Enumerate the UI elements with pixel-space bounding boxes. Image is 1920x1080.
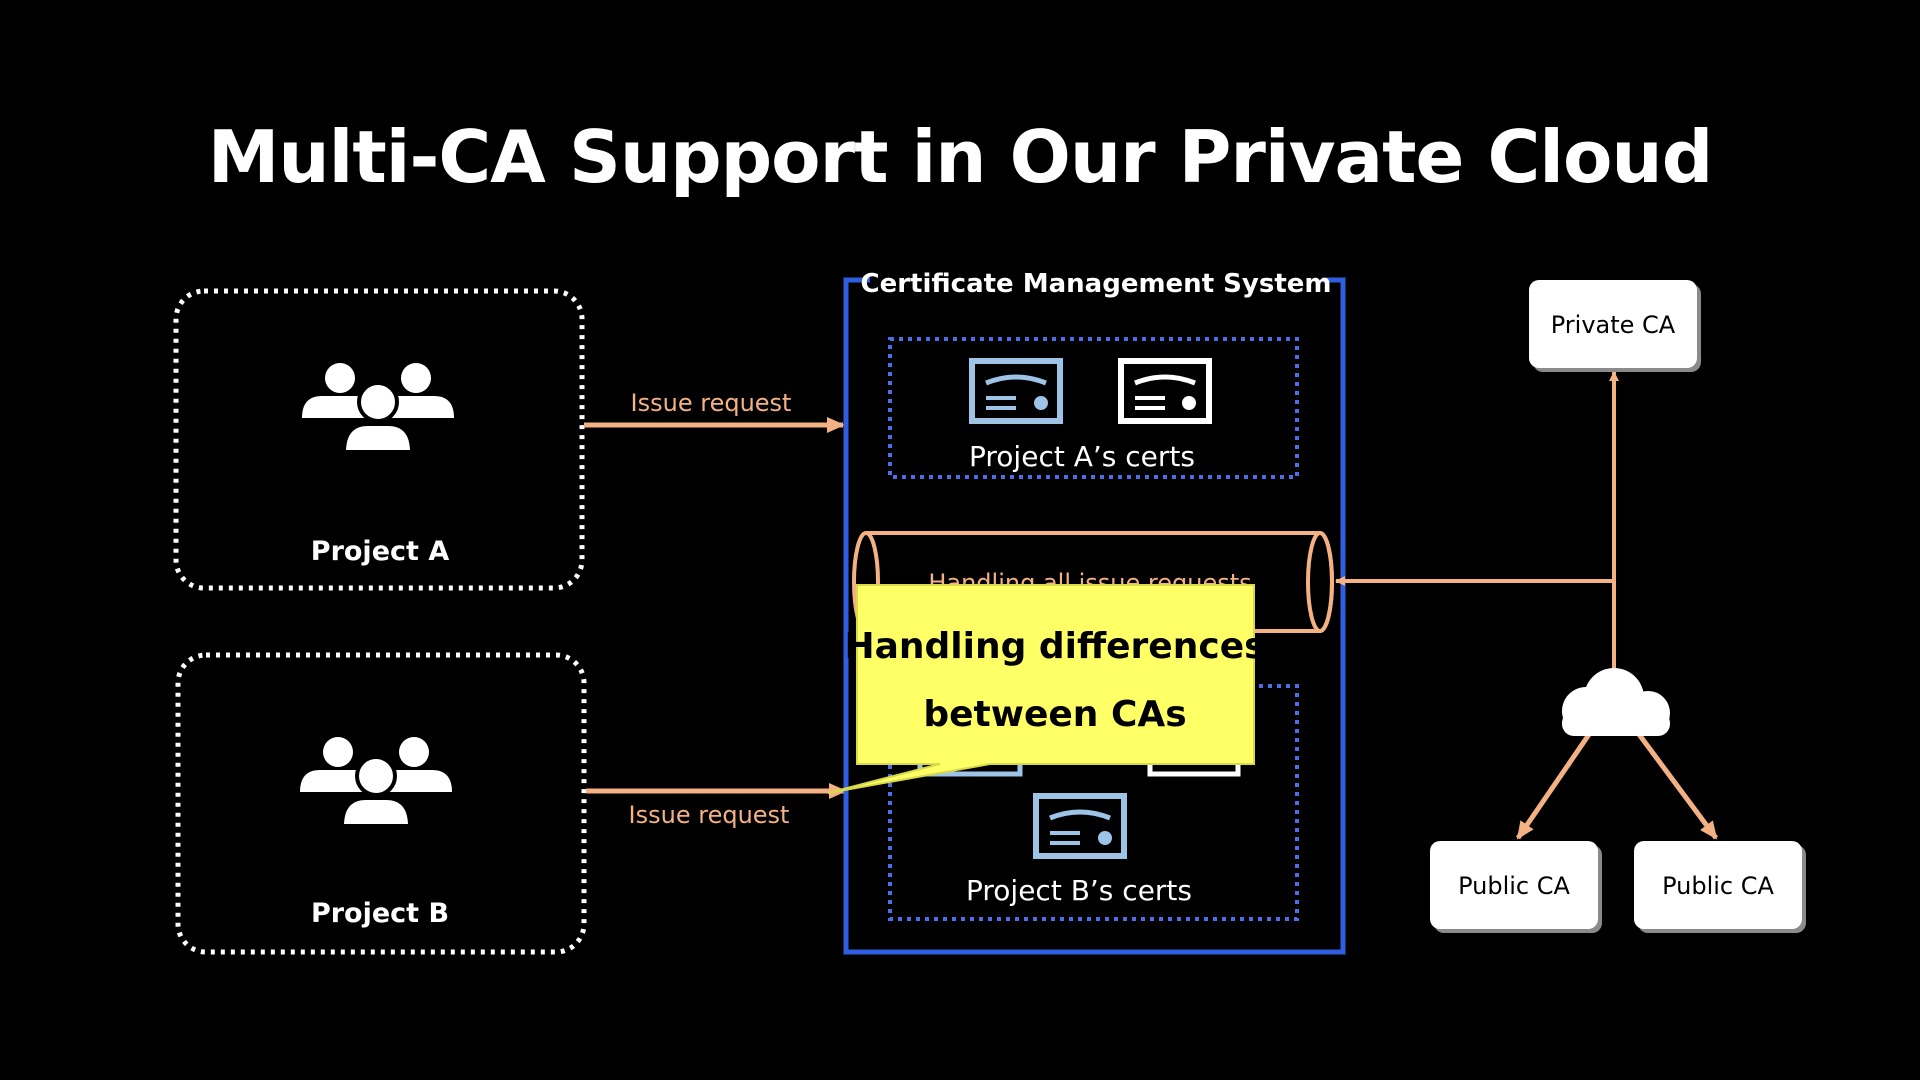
arrow-to-public-ca-right: [1635, 731, 1719, 840]
private-ca-box: Private CA: [1529, 280, 1701, 372]
certificate-icon: [1118, 358, 1212, 424]
issue-request-label-b: Issue request: [629, 801, 790, 829]
private-ca-label: Private CA: [1551, 311, 1676, 339]
project-a-label: Project A: [311, 536, 450, 567]
people-group-icon: [300, 361, 456, 454]
public-ca-box-left: Public CA: [1430, 841, 1602, 933]
project-b-certs-border: [888, 684, 1299, 921]
issue-request-arrow-b: Issue request: [586, 783, 847, 829]
project-a-certs-group: Project A’s certs: [888, 337, 1299, 479]
project-b-border: [175, 652, 587, 955]
project-a-border: [173, 288, 585, 591]
certificate-icon: [969, 358, 1063, 424]
certificate-icon: [1033, 793, 1127, 859]
ca-connections: [1335, 371, 1719, 840]
project-a-box: Project A: [173, 288, 585, 591]
issue-request-arrow-a: Issue request: [584, 389, 845, 433]
cms-container: Certificate Management System: [843, 269, 1346, 955]
callout-line-1: Handling differences: [844, 626, 1265, 667]
callout-box: [827, 584, 1255, 794]
project-b-certs-label: Project B’s certs: [966, 874, 1192, 907]
cms-title: Certificate Management System: [861, 269, 1332, 299]
project-a-certs-label: Project A’s certs: [969, 440, 1195, 473]
issue-request-label-a: Issue request: [631, 389, 792, 417]
cloud-icon: [1562, 668, 1670, 736]
project-b-label: Project B: [311, 898, 449, 929]
public-ca-left-label: Public CA: [1458, 872, 1570, 900]
public-ca-right-label: Public CA: [1662, 872, 1774, 900]
project-b-box: Project B: [175, 652, 587, 955]
cms-border: [843, 277, 1346, 955]
project-a-certs-border: [888, 337, 1299, 479]
callout-line-2: between CAs: [923, 694, 1186, 735]
slide-title: Multi-CA Support in Our Private Cloud: [207, 115, 1713, 199]
pipe-right-cap: [1306, 531, 1334, 633]
people-group-icon: [298, 735, 454, 828]
public-ca-box-right: Public CA: [1634, 841, 1806, 933]
callout: Handling differences between CAs: [827, 584, 1266, 794]
arrow-to-public-ca-left: [1515, 731, 1593, 840]
